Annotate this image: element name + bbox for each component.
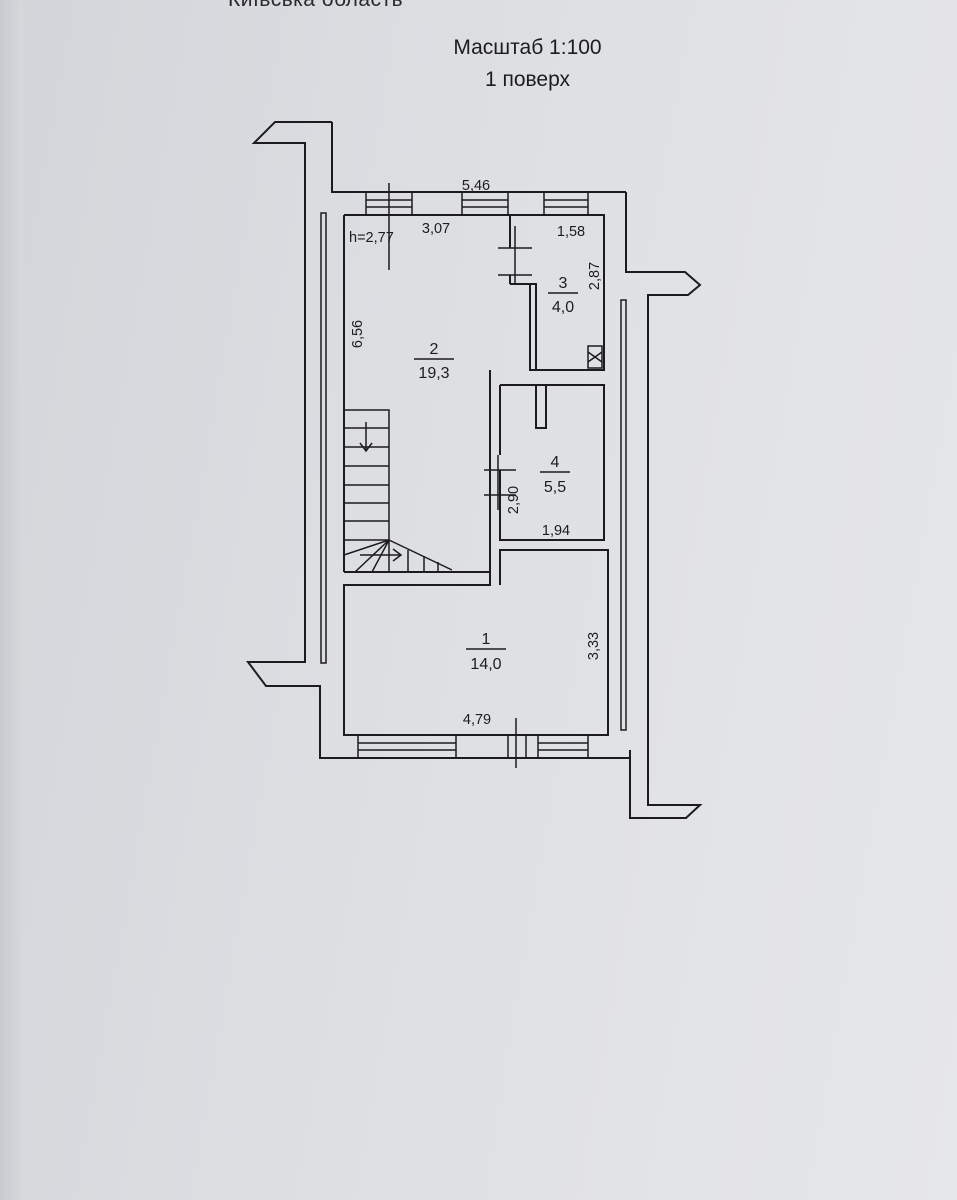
room-label-4: 4 5,5: [540, 454, 570, 496]
window-bottom-left: [357, 734, 457, 759]
floor-title: 1 поверх: [484, 68, 571, 91]
dim-room1-depth: 3,33: [586, 632, 602, 660]
dim-room4-depth: 2,90: [506, 486, 522, 514]
room-area: 14,0: [470, 656, 501, 673]
dim-room3-depth: 2,87: [587, 262, 603, 290]
room-label-1: 1 14,0: [466, 631, 506, 673]
room-area: 5,5: [544, 479, 566, 496]
window-top-right: [543, 191, 589, 216]
window-bottom-right: [537, 734, 589, 759]
room-area: 4,0: [552, 299, 574, 316]
room-number: 4: [551, 454, 560, 471]
room-area: 19,3: [418, 365, 449, 382]
equipment-symbol: [587, 345, 603, 369]
right-neighbour-wall: [620, 192, 703, 819]
height-label: h=2,77: [349, 230, 394, 246]
room-label-3: 3 4,0: [548, 275, 578, 316]
window-top-mid: [461, 191, 509, 216]
region-header: Київська область: [228, 0, 403, 12]
room-label-2: 2 19,3: [414, 341, 454, 382]
room-number: 3: [559, 275, 568, 292]
room-number: 1: [482, 631, 491, 648]
staircase: [343, 409, 453, 573]
dim-room3-width: 1,58: [557, 224, 585, 240]
scale-title: Масштаб 1:100: [453, 36, 602, 59]
dim-room1-width: 4,79: [463, 712, 491, 728]
dim-room2-width: 3,07: [422, 221, 450, 237]
paper-edge: [0, 0, 22, 1200]
dim-room4-width: 1,94: [542, 523, 570, 539]
door-markers: [388, 183, 532, 768]
dim-top-overall: 5,46: [462, 178, 490, 194]
left-neighbour-wall: [246, 121, 631, 759]
dim-room2-depth: 6,56: [350, 320, 366, 348]
room-number: 2: [430, 341, 439, 358]
